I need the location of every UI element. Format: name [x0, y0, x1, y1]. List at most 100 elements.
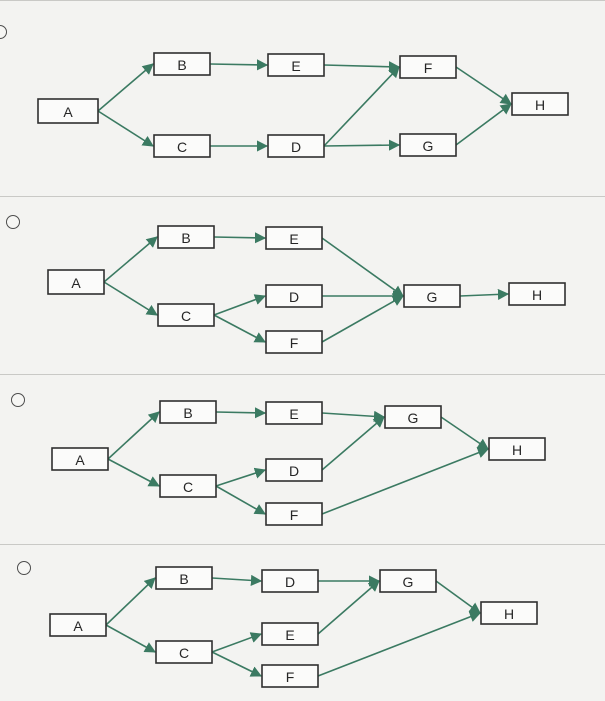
node-label: H [535, 97, 545, 113]
edge-c-to-f [211, 651, 263, 677]
network-diagram-option-2: A B C E D F G H [47, 225, 566, 354]
node-label: E [289, 231, 298, 247]
node-box [379, 569, 437, 593]
answer-option-2[interactable]: A B C E D F G H [0, 196, 605, 375]
radio-button-option-2[interactable] [6, 215, 20, 229]
node-label: H [504, 606, 514, 622]
edge-f-to-h [321, 447, 490, 515]
node-label: C [181, 308, 191, 324]
node-a: A [47, 269, 105, 295]
edge-a-to-c [103, 281, 158, 316]
node-box [403, 284, 461, 308]
edge-b-to-e [213, 232, 267, 244]
node-b: B [157, 225, 215, 249]
node-label: D [289, 289, 299, 305]
node-box [267, 134, 325, 158]
node-b: B [155, 566, 213, 590]
edge-a-to-c [107, 458, 160, 487]
node-d: D [265, 284, 323, 308]
edge-a-to-b [103, 236, 158, 283]
node-g: G [379, 569, 437, 593]
edge-a-to-c [105, 624, 156, 653]
edge-d-to-f [323, 66, 400, 147]
node-box [488, 437, 546, 461]
edge-a-to-c [97, 110, 154, 147]
node-box [508, 282, 566, 306]
edge-b-to-e [215, 407, 267, 419]
node-label: D [289, 463, 299, 479]
node-label: G [427, 289, 438, 305]
node-d: D [265, 458, 323, 482]
node-label: B [183, 405, 192, 421]
node-label: F [286, 669, 295, 685]
node-f: F [265, 502, 323, 526]
node-g: G [399, 133, 457, 157]
node-box [47, 269, 105, 295]
edge-f-to-h [317, 611, 482, 677]
node-label: F [290, 335, 299, 351]
edge-e-to-g [321, 410, 386, 422]
node-label: A [75, 452, 85, 468]
node-label: H [532, 287, 542, 303]
edge-c-to-f [213, 314, 266, 343]
node-label: A [73, 618, 83, 634]
node-h: H [511, 92, 569, 116]
node-label: G [423, 138, 434, 154]
node-box [265, 330, 323, 354]
node-box [159, 400, 217, 424]
node-e: E [261, 622, 319, 646]
edge-g-to-h [435, 580, 481, 614]
radio-button-option-4[interactable] [17, 561, 31, 575]
radio-button-option-3[interactable] [11, 393, 25, 407]
node-d: D [267, 134, 325, 158]
edge-c-to-e [211, 632, 263, 653]
node-f: F [265, 330, 323, 354]
node-label: F [290, 507, 299, 523]
node-box [265, 226, 323, 250]
node-h: H [508, 282, 566, 306]
node-box [153, 52, 211, 76]
node-box [480, 601, 538, 625]
node-label: D [291, 139, 301, 155]
node-g: G [384, 405, 442, 429]
node-label: A [71, 275, 81, 291]
node-box [51, 447, 109, 471]
edge-d-to-g [321, 416, 385, 471]
node-c: C [159, 474, 217, 498]
node-h: H [488, 437, 546, 461]
node-box [153, 134, 211, 158]
node-a: A [37, 98, 99, 124]
node-box [399, 55, 457, 79]
node-label: E [291, 58, 300, 74]
node-box [265, 401, 323, 425]
node-box [384, 405, 442, 429]
node-box [261, 622, 319, 646]
node-a: A [51, 447, 109, 471]
edge-g-to-h [440, 416, 489, 450]
node-box [159, 474, 217, 498]
node-label: B [179, 571, 188, 587]
node-b: B [153, 52, 211, 76]
edge-g-to-h [459, 288, 510, 301]
node-e: E [265, 226, 323, 250]
node-box [261, 664, 319, 688]
edge-f-to-h [455, 66, 512, 105]
edge-c-to-d [213, 294, 267, 316]
node-c: C [153, 134, 211, 158]
node-label: D [285, 574, 295, 590]
node-box [155, 640, 213, 664]
answer-option-1[interactable]: A B C E D F G H [0, 0, 605, 197]
node-box [157, 303, 215, 327]
edge-e-to-g [317, 580, 380, 635]
node-b: B [159, 400, 217, 424]
edge-a-to-b [105, 577, 156, 626]
node-box [49, 613, 107, 637]
node-f: F [399, 55, 457, 79]
node-f: F [261, 664, 319, 688]
node-box [267, 53, 325, 77]
node-box [261, 569, 319, 593]
